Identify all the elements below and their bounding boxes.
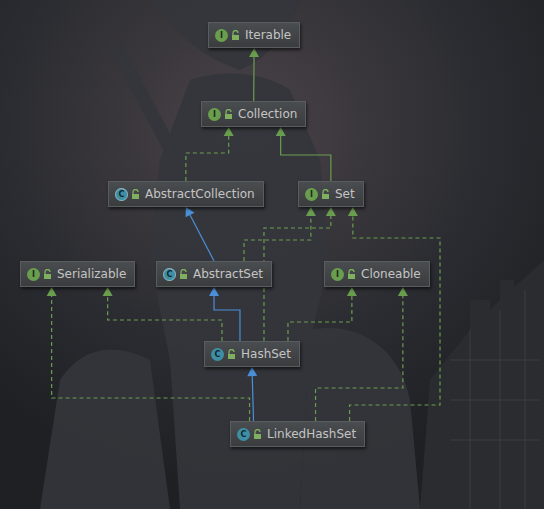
implements-connector — [244, 207, 316, 261]
access-icon — [231, 30, 240, 41]
class-box: C HashSet — [204, 341, 300, 367]
type-icon: I — [215, 29, 228, 42]
type-icon: I — [305, 188, 318, 201]
type-icon: I — [27, 268, 40, 281]
implements-connector — [186, 127, 234, 181]
class-box: C LinkedHashSet — [230, 421, 365, 447]
type-icon: C — [211, 348, 224, 361]
implements-connector — [288, 287, 357, 341]
access-icon — [131, 189, 140, 200]
implements-connector — [103, 287, 222, 341]
type-icon: C — [237, 428, 250, 441]
type-name: HashSet — [241, 347, 291, 361]
type-name: LinkedHashSet — [267, 427, 356, 441]
type-name: Collection — [238, 107, 297, 121]
access-icon — [224, 109, 233, 120]
access-icon — [321, 189, 330, 200]
extends-connector — [249, 48, 259, 101]
class-box: C AbstractSet — [156, 261, 272, 287]
type-name: AbstractCollection — [145, 187, 255, 201]
interface-box: I Cloneable — [324, 261, 430, 287]
access-icon — [227, 349, 236, 360]
implements-connector — [316, 287, 408, 421]
access-icon — [179, 269, 188, 280]
access-icon — [253, 429, 262, 440]
type-name: Set — [335, 187, 355, 201]
type-icon: C — [163, 268, 176, 281]
interface-box: I Set — [298, 181, 364, 207]
implements-connector — [348, 207, 440, 421]
interface-box: I Serializable — [20, 261, 135, 287]
interface-box: I Collection — [201, 101, 306, 127]
access-icon — [43, 269, 52, 280]
type-icon: I — [331, 268, 344, 281]
access-icon — [347, 269, 356, 280]
extends-connector — [276, 127, 331, 181]
extends-connector — [209, 287, 240, 341]
extends-connector — [247, 367, 257, 421]
class-box: C AbstractCollection — [108, 181, 264, 207]
type-name: Iterable — [245, 28, 291, 42]
type-icon: I — [208, 108, 221, 121]
type-name: Serializable — [57, 267, 126, 281]
type-icon: C — [115, 188, 128, 201]
implements-connector — [47, 287, 250, 421]
interface-box: I Iterable — [208, 22, 300, 48]
type-name: Cloneable — [361, 267, 421, 281]
extends-connector — [186, 207, 214, 261]
type-name: AbstractSet — [193, 267, 263, 281]
